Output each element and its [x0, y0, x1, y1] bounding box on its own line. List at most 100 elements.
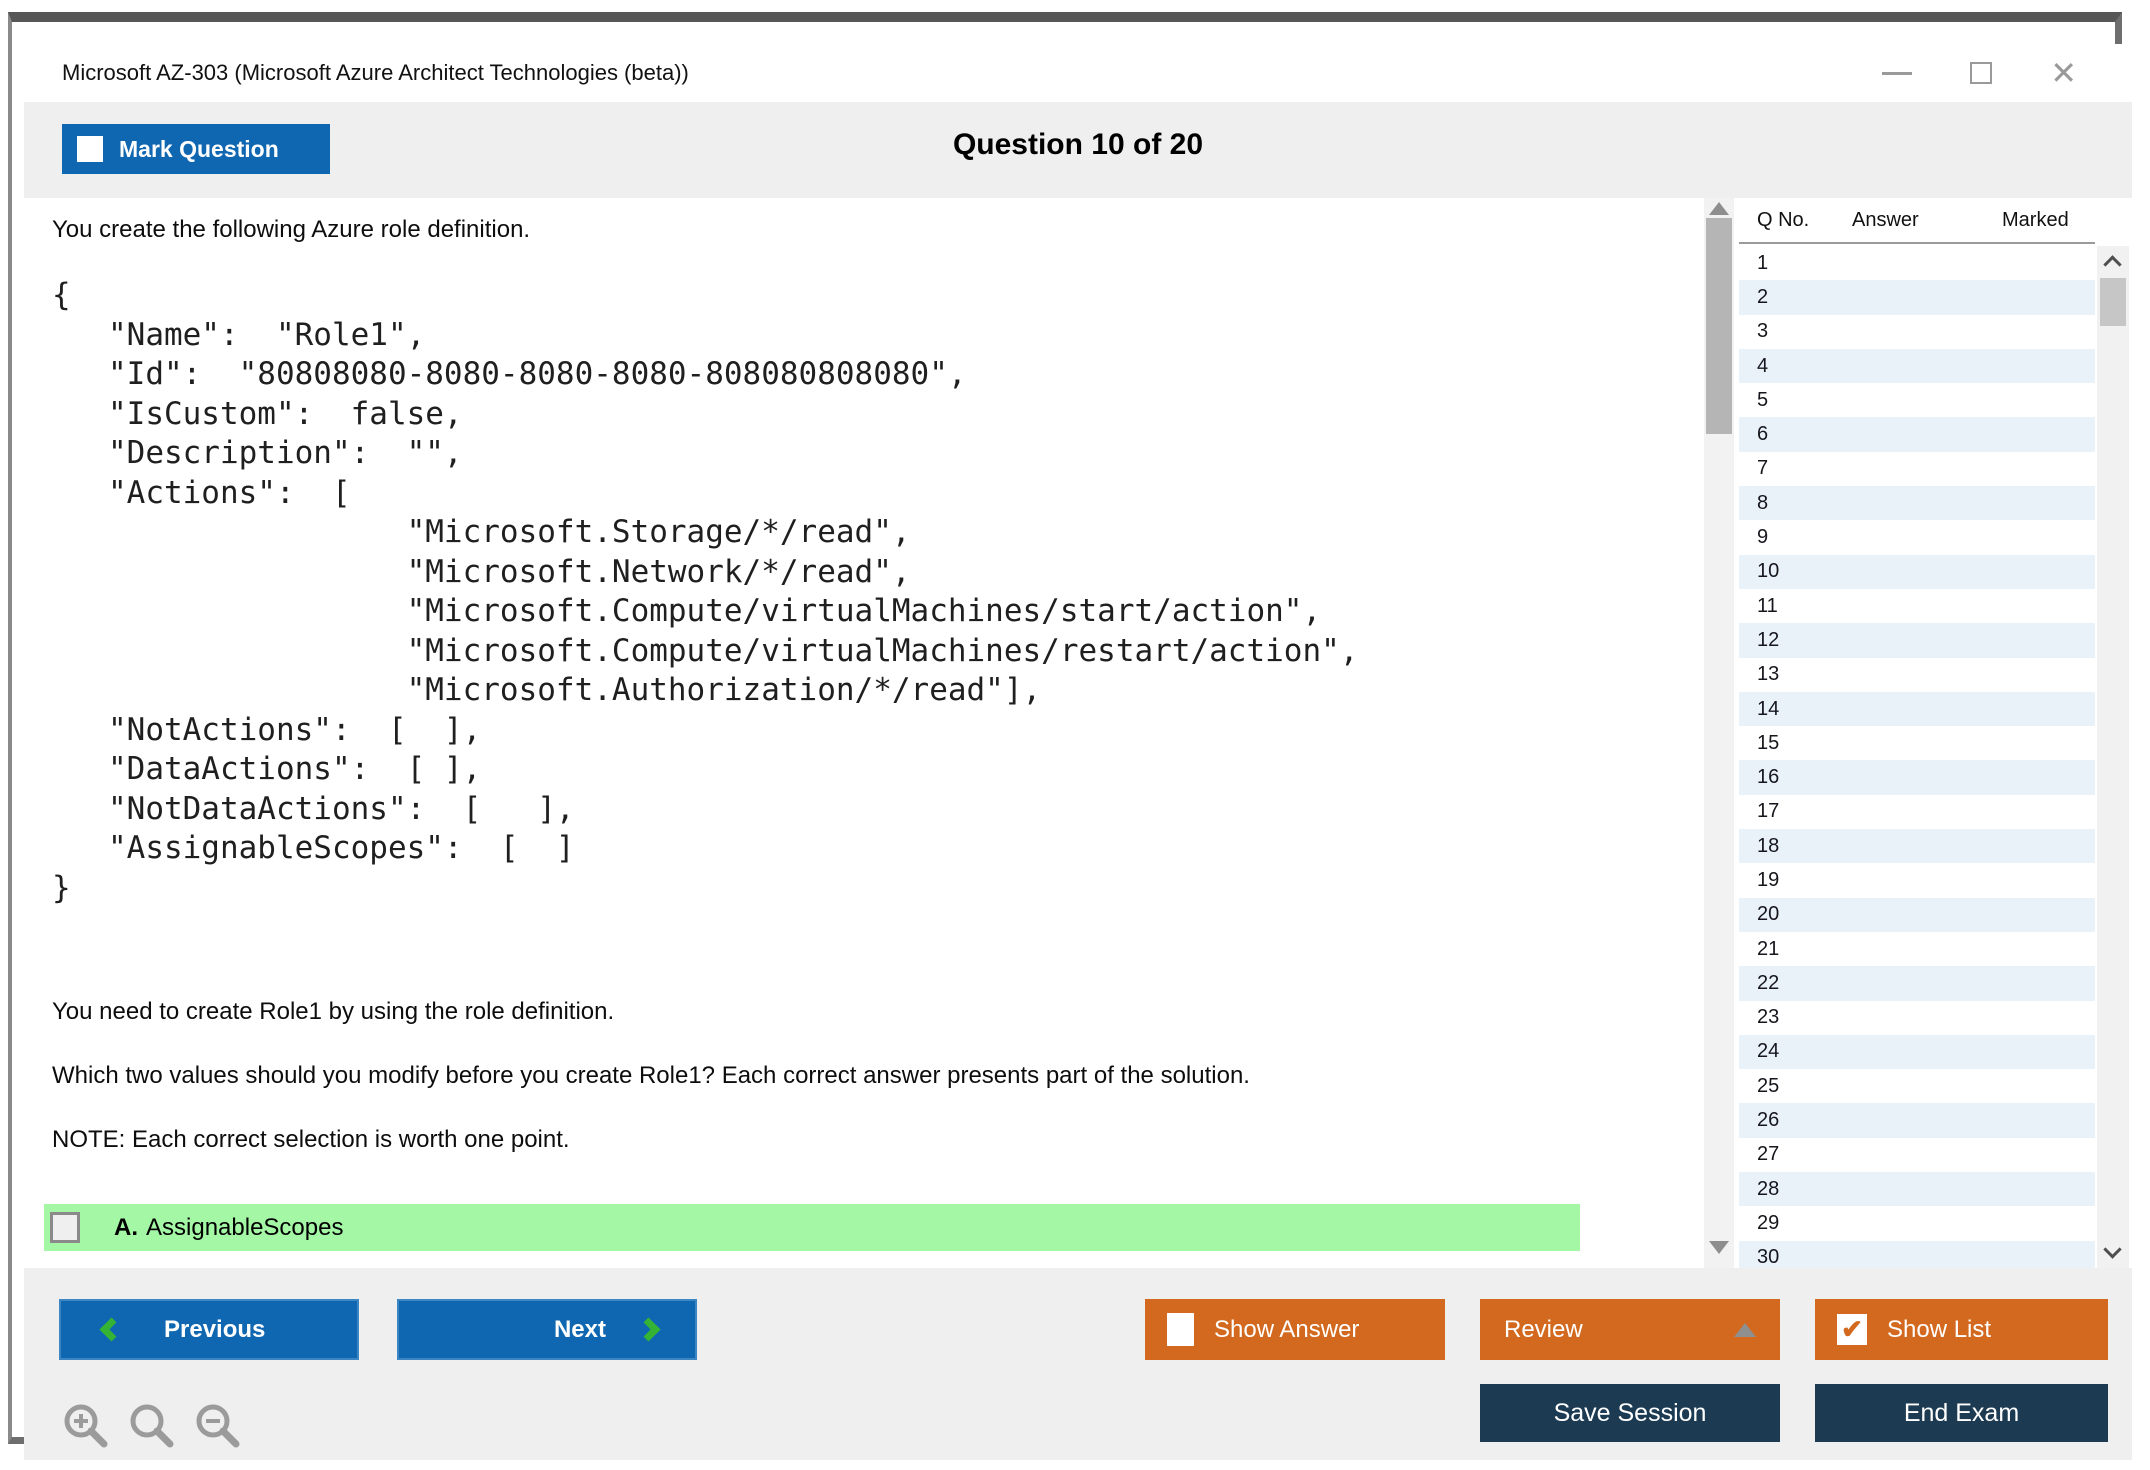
- triangle-up-icon: [1734, 1323, 1756, 1337]
- question-row-21[interactable]: 21: [1739, 932, 2095, 966]
- option-a-checkbox[interactable]: [50, 1212, 80, 1243]
- close-icon[interactable]: ✕: [2050, 55, 2077, 91]
- save-session-label: Save Session: [1553, 1398, 1707, 1427]
- list-scroll-up-icon[interactable]: [2103, 255, 2122, 274]
- question-row-5[interactable]: 5: [1739, 383, 2095, 417]
- question-row-16[interactable]: 16: [1739, 760, 2095, 795]
- question-list-scrollbar[interactable]: [2097, 246, 2129, 1268]
- mark-question-checkbox-icon[interactable]: [77, 136, 103, 162]
- question-row-17[interactable]: 17: [1739, 795, 2095, 829]
- show-answer-label: Show Answer: [1214, 1315, 1360, 1343]
- main-scrollbar-thumb[interactable]: [1706, 218, 1732, 434]
- question-number: 17: [1757, 800, 1780, 823]
- footer-bar: Previous Next Show Answer Review ✔ Show …: [24, 1268, 2132, 1460]
- question-row-15[interactable]: 15: [1739, 726, 2095, 760]
- question-number: 12: [1757, 628, 1780, 651]
- mark-question-label: Mark Question: [119, 135, 279, 162]
- question-row-8[interactable]: 8: [1739, 486, 2095, 521]
- question-row-29[interactable]: 29: [1739, 1206, 2095, 1240]
- column-marked: Marked: [2002, 209, 2069, 231]
- question-row-20[interactable]: 20: [1739, 897, 2095, 932]
- question-row-12[interactable]: 12: [1739, 623, 2095, 658]
- minimize-icon[interactable]: [1882, 71, 1913, 75]
- end-exam-button[interactable]: End Exam: [1815, 1384, 2108, 1442]
- question-row-25[interactable]: 25: [1739, 1069, 2095, 1103]
- question-number: 29: [1757, 1211, 1780, 1234]
- save-session-button[interactable]: Save Session: [1480, 1384, 1780, 1442]
- question-row-28[interactable]: 28: [1739, 1172, 2095, 1207]
- question-row-26[interactable]: 26: [1739, 1103, 2095, 1138]
- question-number: 10: [1757, 560, 1780, 583]
- question-row-3[interactable]: 3: [1739, 315, 2095, 349]
- question-row-9[interactable]: 9: [1739, 520, 2095, 554]
- question-number: 13: [1757, 663, 1780, 686]
- question-number: 9: [1757, 526, 1769, 549]
- zoom-reset-icon[interactable]: [126, 1400, 178, 1456]
- question-number: 30: [1757, 1246, 1780, 1268]
- question-row-4[interactable]: 4: [1739, 348, 2095, 384]
- question-row-27[interactable]: 27: [1739, 1138, 2095, 1172]
- question-number: 7: [1757, 457, 1769, 480]
- show-list-label: Show List: [1887, 1315, 1992, 1343]
- question-number: 4: [1757, 354, 1769, 377]
- question-row-18[interactable]: 18: [1739, 829, 2095, 864]
- zoom-out-icon[interactable]: [192, 1400, 244, 1456]
- question-row-14[interactable]: 14: [1739, 691, 2095, 727]
- end-exam-label: End Exam: [1903, 1398, 2020, 1427]
- window-title: Microsoft AZ-303 (Microsoft Azure Archit…: [62, 60, 689, 85]
- previous-label: Previous: [164, 1315, 266, 1343]
- zoom-in-icon[interactable]: [60, 1400, 112, 1456]
- question-row-10[interactable]: 10: [1739, 554, 2095, 589]
- show-answer-button[interactable]: Show Answer: [1145, 1299, 1445, 1360]
- chevron-left-icon: [99, 1317, 124, 1342]
- mark-question-button[interactable]: Mark Question: [62, 124, 330, 174]
- question-row-24[interactable]: 24: [1739, 1034, 2095, 1070]
- question-row-7[interactable]: 7: [1739, 452, 2095, 486]
- main-scrollbar[interactable]: [1704, 198, 1734, 1268]
- question-number: 21: [1757, 937, 1780, 960]
- question-statement: You need to create Role1 by using the ro…: [52, 998, 615, 1025]
- question-row-23[interactable]: 23: [1739, 1001, 2095, 1035]
- question-row-6[interactable]: 6: [1739, 417, 2095, 452]
- next-button[interactable]: Next: [397, 1299, 697, 1360]
- question-number: 2: [1757, 285, 1769, 308]
- answer-option-b[interactable]: B. Description: [44, 1260, 1580, 1268]
- question-number: 14: [1757, 697, 1780, 720]
- show-list-button[interactable]: ✔ Show List: [1815, 1299, 2108, 1360]
- question-row-2[interactable]: 2: [1739, 280, 2095, 315]
- question-number: 22: [1757, 971, 1780, 994]
- review-button[interactable]: Review: [1480, 1299, 1780, 1360]
- question-number: 6: [1757, 423, 1769, 446]
- question-row-19[interactable]: 19: [1739, 863, 2095, 897]
- list-scrollbar-thumb[interactable]: [2100, 278, 2126, 326]
- question-intro: You create the following Azure role defi…: [52, 216, 531, 243]
- question-row-11[interactable]: 11: [1739, 589, 2095, 623]
- question-number: 19: [1757, 868, 1780, 891]
- role-definition-code: { "Name": "Role1", "Id": "80808080-8080-…: [52, 277, 1359, 906]
- show-list-checked-checkbox-icon[interactable]: ✔: [1837, 1314, 1867, 1345]
- question-panel: You create the following Azure role defi…: [24, 198, 1704, 1268]
- question-number: 27: [1757, 1143, 1780, 1166]
- question-list-header: Q No. Answer Marked: [1739, 198, 2095, 244]
- option-a-text: AssignableScopes: [146, 1213, 344, 1241]
- question-counter: Question 10 of 20: [952, 128, 1204, 161]
- question-number: 18: [1757, 834, 1780, 857]
- question-row-1[interactable]: 1: [1739, 246, 2095, 280]
- scroll-down-icon[interactable]: [1709, 1241, 1729, 1254]
- question-number: 11: [1757, 594, 1778, 617]
- scroll-up-icon[interactable]: [1709, 202, 1729, 215]
- previous-button[interactable]: Previous: [59, 1299, 359, 1360]
- maximize-icon[interactable]: [1970, 62, 1993, 84]
- question-prompt: Which two values should you modify befor…: [52, 1062, 1250, 1089]
- title-bar: Microsoft AZ-303 (Microsoft Azure Archit…: [24, 44, 2132, 102]
- list-scroll-down-icon[interactable]: [2103, 1240, 2122, 1259]
- show-answer-checkbox-icon[interactable]: [1167, 1313, 1194, 1346]
- question-row-30[interactable]: 30: [1739, 1240, 2095, 1268]
- answer-option-a[interactable]: A. AssignableScopes: [44, 1204, 1580, 1251]
- review-label: Review: [1504, 1315, 1583, 1343]
- zoom-toolbar: [60, 1400, 244, 1456]
- question-row-22[interactable]: 22: [1739, 966, 2095, 1001]
- question-number: 24: [1757, 1040, 1780, 1063]
- column-qno: Q No.: [1757, 209, 1810, 231]
- question-row-13[interactable]: 13: [1739, 658, 2095, 692]
